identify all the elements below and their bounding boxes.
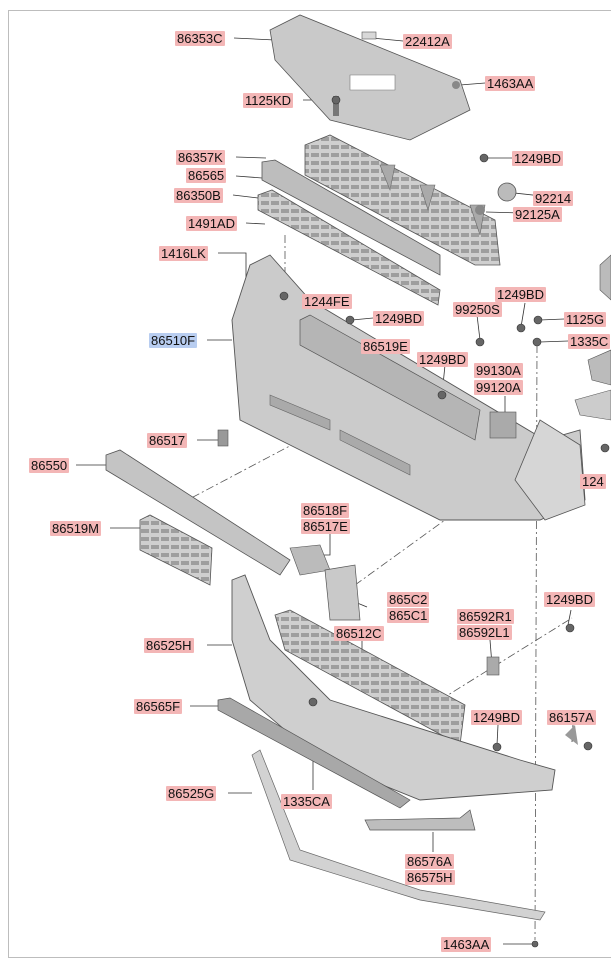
part-label-86518F[interactable]: 86518F xyxy=(301,503,350,518)
part-label-1249BD-2[interactable]: 1249BD xyxy=(373,311,424,326)
part-label-124-partial[interactable]: 124 xyxy=(580,474,606,489)
part-label-99120A[interactable]: 99120A xyxy=(474,380,523,395)
part-label-99130A[interactable]: 99130A xyxy=(474,363,523,378)
part-label-1249BD-1[interactable]: 1249BD xyxy=(512,151,563,166)
part-label-86517[interactable]: 86517 xyxy=(147,433,188,448)
front-bumper-part xyxy=(217,254,586,521)
right-side-parts xyxy=(574,254,611,421)
part-label-1491AD[interactable]: 1491AD xyxy=(186,216,237,231)
part-label-1244FE[interactable]: 1244FE xyxy=(302,294,352,309)
part-label-86512C[interactable]: 86512C xyxy=(334,626,384,641)
part-label-22412A[interactable]: 22412A xyxy=(403,34,452,49)
part-label-1249BD-5[interactable]: 1249BD xyxy=(544,592,595,607)
part-label-92125A[interactable]: 92125A xyxy=(513,207,562,222)
part-label-86525G[interactable]: 86525G xyxy=(166,786,217,801)
lower-trim-part xyxy=(105,449,361,621)
part-label-86550[interactable]: 86550 xyxy=(29,458,70,473)
part-label-86357K[interactable]: 86357K xyxy=(176,150,225,165)
part-label-1249BD-3[interactable]: 1249BD xyxy=(495,287,546,302)
part-label-86510F[interactable]: 86510F xyxy=(149,333,198,348)
fasteners xyxy=(279,95,610,948)
part-label-86350B[interactable]: 86350B xyxy=(174,188,223,203)
part-label-1463AA-bottom[interactable]: 1463AA xyxy=(441,937,492,952)
part-label-865C2[interactable]: 865C2 xyxy=(387,592,430,607)
part-label-86576A[interactable]: 86576A xyxy=(405,854,454,869)
diagram-frame xyxy=(8,10,611,958)
top-cover-part xyxy=(269,14,471,141)
part-label-1249BD-4[interactable]: 1249BD xyxy=(417,352,468,367)
part-label-86565[interactable]: 86565 xyxy=(186,168,227,183)
part-label-86592L1[interactable]: 86592L1 xyxy=(457,625,512,640)
part-label-86519E[interactable]: 86519E xyxy=(361,339,410,354)
part-label-86519M[interactable]: 86519M xyxy=(50,521,101,536)
part-label-1125KD[interactable]: 1125KD xyxy=(243,93,294,108)
part-label-86592R1[interactable]: 86592R1 xyxy=(457,609,514,624)
part-label-1463AA-top[interactable]: 1463AA xyxy=(485,76,536,91)
part-label-1335C[interactable]: 1335C xyxy=(568,334,611,349)
part-label-1249BD-6[interactable]: 1249BD xyxy=(471,710,522,725)
part-label-865C1[interactable]: 865C1 xyxy=(387,608,430,623)
part-label-1125G[interactable]: 1125G xyxy=(564,312,607,327)
part-label-1416LK[interactable]: 1416LK xyxy=(159,246,208,261)
part-label-86517E[interactable]: 86517E xyxy=(301,519,350,534)
part-label-86525H[interactable]: 86525H xyxy=(144,638,194,653)
part-label-99250S[interactable]: 99250S xyxy=(453,302,502,317)
lower-bumper-part xyxy=(217,574,578,921)
part-label-86575H[interactable]: 86575H xyxy=(405,870,455,885)
upper-grille-part xyxy=(257,134,517,306)
part-label-86565F[interactable]: 86565F xyxy=(134,699,183,714)
part-label-86353C[interactable]: 86353C xyxy=(175,31,225,46)
part-label-92214[interactable]: 92214 xyxy=(533,191,574,206)
part-label-1335CA[interactable]: 1335CA xyxy=(281,794,332,809)
part-label-86157A[interactable]: 86157A xyxy=(547,710,596,725)
